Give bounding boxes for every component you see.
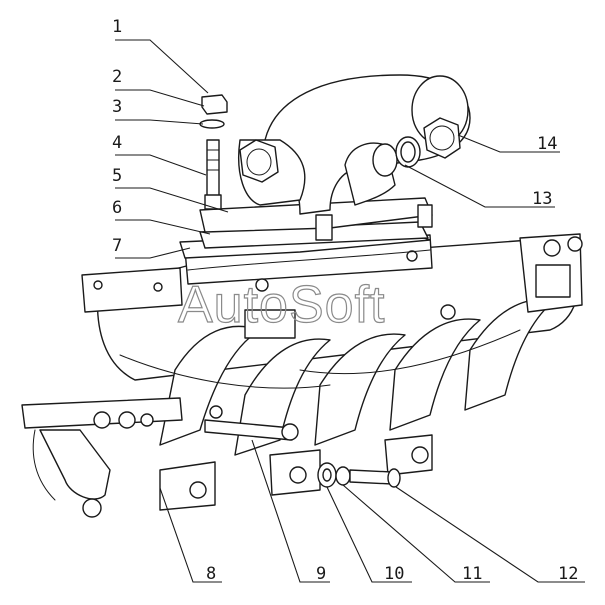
watermark-text: AutoSoft: [178, 276, 385, 334]
callout-10: 10: [384, 564, 404, 584]
callout-6: 6: [112, 198, 122, 218]
callout-4: 4: [112, 133, 122, 153]
washer-10: [317, 462, 337, 488]
nut-2: [201, 94, 228, 115]
lower-flange-rail: [21, 397, 433, 518]
washer-3: [199, 119, 225, 129]
callout-7: 7: [112, 236, 122, 256]
port-nut-left: [239, 139, 279, 183]
callout-2: 2: [112, 67, 122, 87]
callout-8: 8: [206, 564, 216, 584]
callout-12: 12: [558, 564, 578, 584]
ring-13: [395, 136, 421, 168]
callout-3: 3: [112, 97, 122, 117]
callout-13: 13: [532, 189, 552, 209]
outlet-flange-5: [199, 197, 433, 241]
bolt-12: [349, 468, 401, 488]
nut-14: [423, 117, 461, 159]
stud-9: [204, 405, 299, 441]
callout-labels: 1 2 3 4 5 6 7 8 9 10 11 12 13 14: [112, 17, 578, 584]
callout-14: 14: [537, 134, 557, 154]
nut-11: [335, 466, 351, 486]
callout-1: 1: [112, 17, 122, 37]
callout-11: 11: [462, 564, 482, 584]
callout-5: 5: [112, 166, 122, 186]
leader-lines: [115, 39, 585, 583]
stud-4: [204, 139, 222, 210]
callout-9: 9: [316, 564, 326, 584]
manifold-body: [81, 233, 583, 456]
